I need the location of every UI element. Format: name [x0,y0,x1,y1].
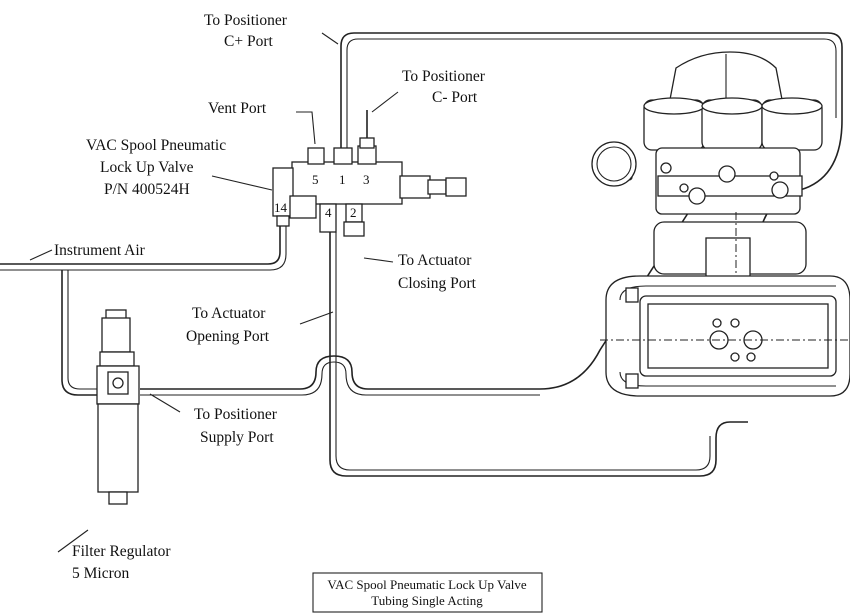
tube-supply [140,209,691,390]
label-lockup-line3: P/N 400524H [104,181,190,198]
port-number-5: 5 [312,172,319,187]
label-closing-line2: Closing Port [398,275,477,292]
label-lockup-line2: Lock Up Valve [100,159,194,176]
label-c-minus-line2: C- Port [432,89,478,106]
title-block: VAC Spool Pneumatic Lock Up Valve Tubing… [312,572,543,613]
label-c-plus-line2: C+ Port [224,33,273,50]
positioner [591,51,823,392]
port-number-4: 4 [325,205,332,220]
label-opening-line2: Opening Port [186,328,270,345]
tube-c-plus-inner [346,38,837,148]
label-supply-line2: Supply Port [200,429,274,446]
tube-supply-inner [140,361,540,396]
title-block-line2: Tubing Single Acting [371,593,483,608]
filter-regulator [96,309,140,505]
leader-instrument [29,249,53,261]
label-closing-line1: To Actuator [398,252,472,269]
port-number-2: 2 [350,205,357,220]
label-c-minus-line1: To Positioner [402,68,486,85]
label-filter-line1: Filter Regulator [72,543,171,560]
port-number-1: 1 [339,172,346,187]
leader-closing [363,257,394,263]
tube-closing-inner [335,232,711,471]
leader-vent [296,111,316,145]
tube-c-plus [340,32,843,191]
tube-instrument-air [0,218,281,265]
label-lockup-line1: VAC Spool Pneumatic [86,137,226,154]
title-block-line1: VAC Spool Pneumatic Lock Up Valve [327,577,526,592]
leader-supply [149,393,181,413]
leader-c-plus [321,32,339,45]
label-instrument-air: Instrument Air [54,242,146,259]
label-c-plus-line1: To Positioner [204,12,288,29]
label-opening-line1: To Actuator [192,305,266,322]
tube-closing [329,232,748,477]
lockup-valve [272,137,467,237]
label-supply-line1: To Positioner [194,406,278,423]
leader-filter [57,529,89,553]
leader-c-minus [371,91,399,113]
port-number-3: 3 [363,172,370,187]
tube-instrument-drop-inner [67,270,100,390]
leader-lockup [211,175,273,191]
leader-opening [299,311,334,325]
tube-instrument-air-inner [0,218,287,271]
tube-instrument-drop [61,270,100,396]
label-filter-line2: 5 Micron [72,565,130,582]
actuator [600,275,850,397]
label-vent-port: Vent Port [208,100,267,117]
port-number-14: 14 [274,200,288,215]
